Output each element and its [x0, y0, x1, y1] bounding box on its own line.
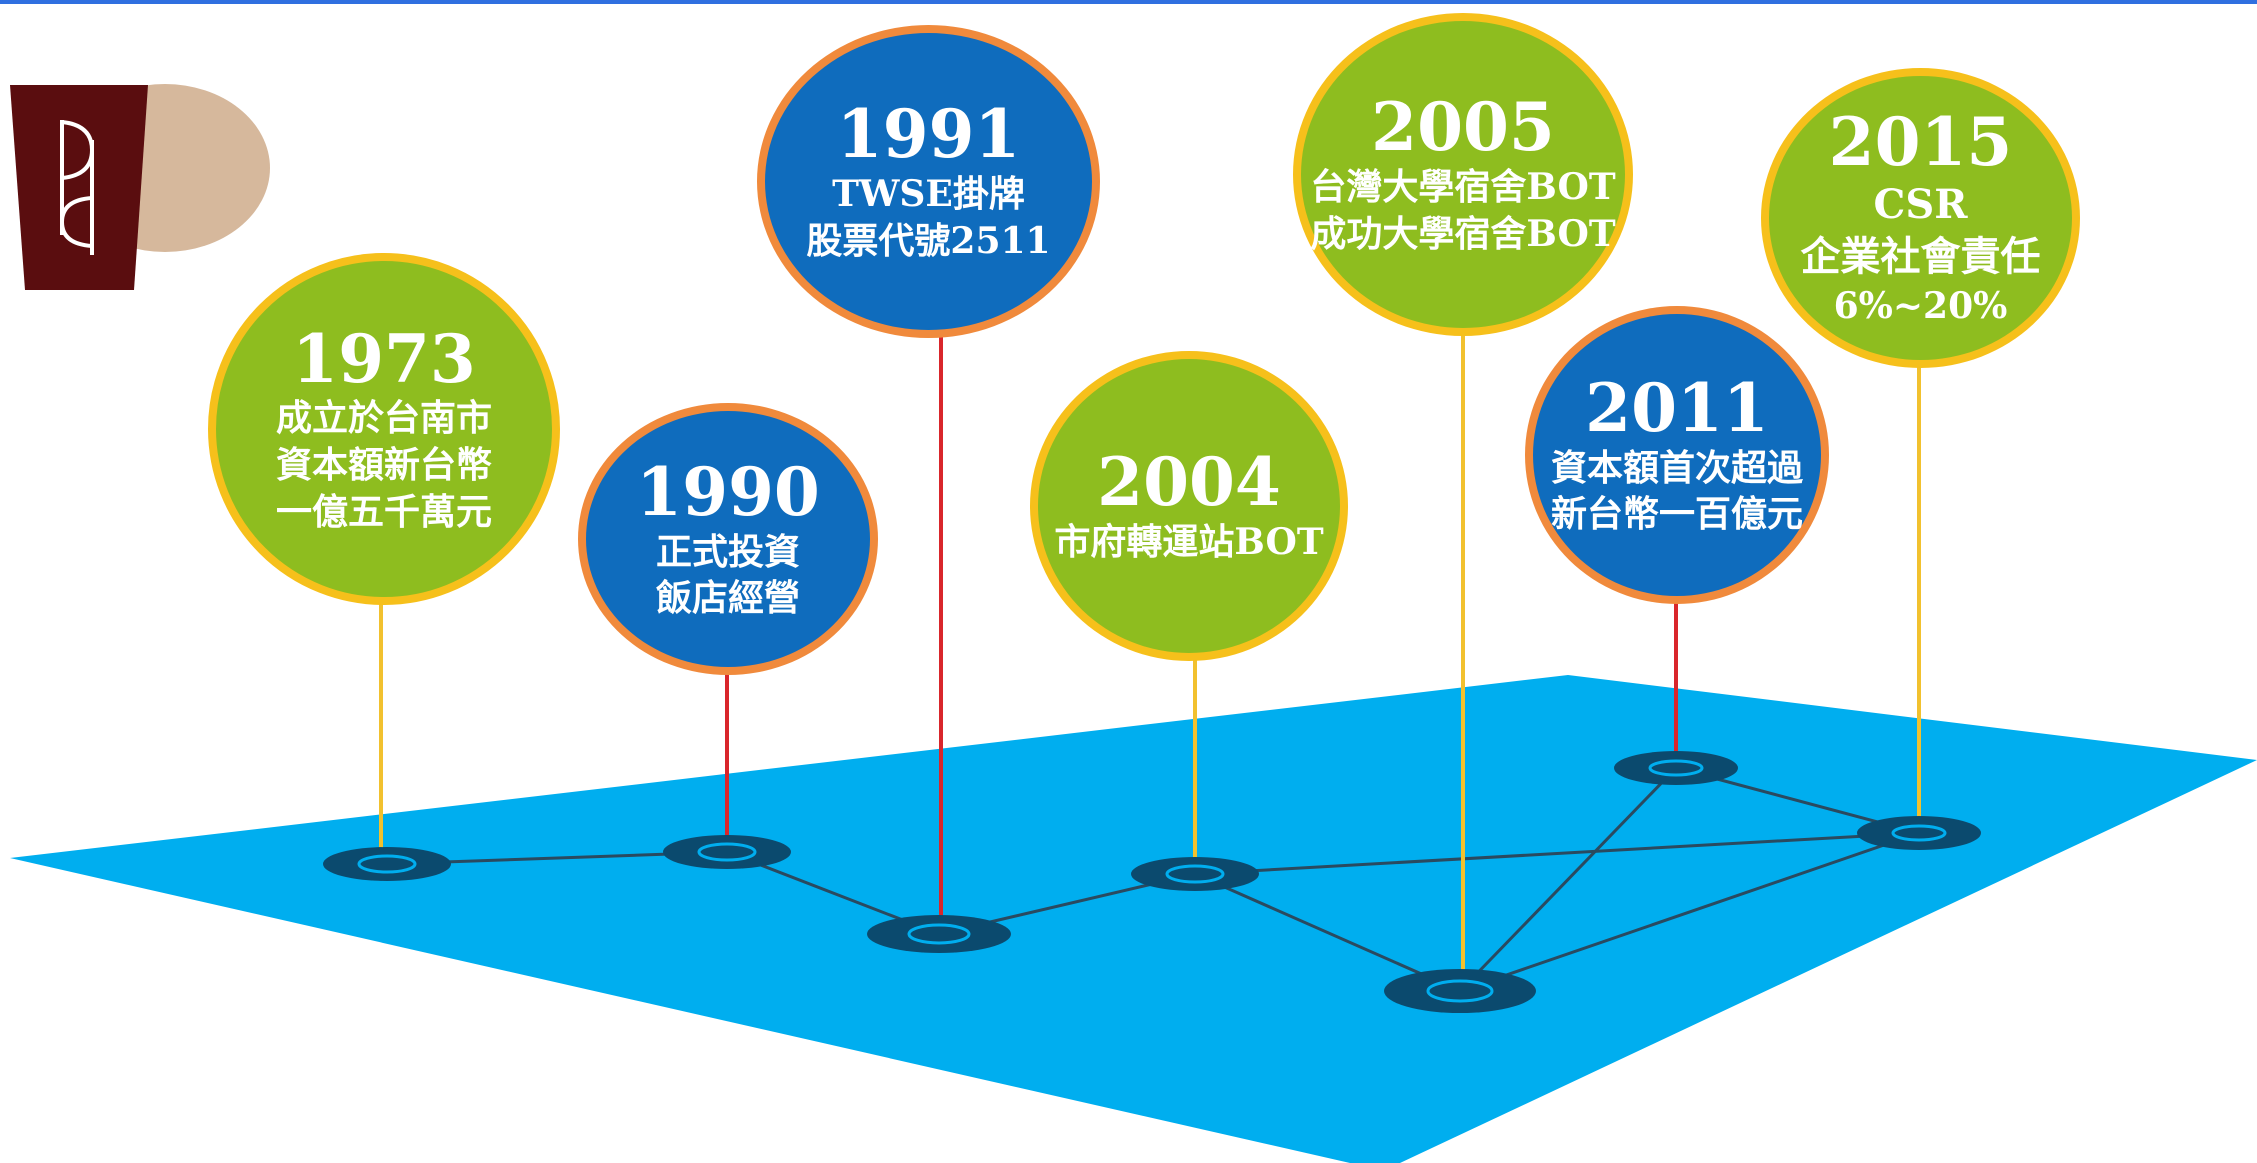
- connector-2004-2015: [1194, 831, 1920, 876]
- connector-2005-2011: [1458, 766, 1678, 993]
- node-1991: [867, 915, 1011, 953]
- company-logo: [10, 84, 270, 290]
- milestone-text-line: 飯店經營: [655, 577, 800, 620]
- milestone-2015: 2015 CSR 企業社會責任 6%~20%: [1761, 68, 2080, 368]
- milestone-year: 2015: [1828, 103, 2013, 182]
- timeline-platform: [10, 675, 2257, 1163]
- connector-2005-2015: [1459, 831, 1920, 993]
- milestone-year: 2011: [1585, 368, 1769, 447]
- milestone-1991: 1991 TWSE掛牌 股票代號2511: [757, 25, 1100, 338]
- milestone-text-line: 資本額新台幣: [275, 443, 492, 486]
- milestone-1973: 1973 成立於台南市 資本額新台幣 一億五千萬元: [208, 253, 560, 605]
- milestone-year: 1991: [836, 95, 1021, 174]
- milestone-text-line: 成功大學宿舍BOT: [1310, 212, 1616, 255]
- milestone-text-line: TWSE掛牌: [832, 173, 1025, 215]
- milestone-year: 2004: [1097, 443, 1281, 522]
- milestone-year: 1973: [292, 319, 476, 398]
- milestone-text-line: 一億五千萬元: [275, 490, 492, 533]
- milestone-text-line: 企業社會責任: [1800, 232, 2041, 280]
- platform-nodes: [323, 751, 1981, 1013]
- logo-monogram-icon: [59, 120, 95, 255]
- milestone-2005: 2005 台灣大學宿舍BOT 成功大學宿舍BOT: [1293, 13, 1633, 336]
- pins: [379, 330, 1921, 988]
- milestone-1990: 1990 正式投資 飯店經營: [578, 403, 878, 675]
- milestone-year: 1990: [636, 452, 820, 531]
- logo-shield: [10, 85, 148, 290]
- node-2011: [1614, 751, 1738, 785]
- node-1990: [663, 835, 791, 869]
- milestone-text-line: 市府轉運站BOT: [1054, 520, 1324, 563]
- milestone-text-line: 資本額首次超過: [1550, 446, 1803, 489]
- node-2004: [1131, 857, 1259, 891]
- milestone-2011: 2011 資本額首次超過 新台幣一百億元: [1525, 306, 1829, 604]
- milestone-text-line: 新台幣一百億元: [1550, 493, 1803, 536]
- milestone-text-line: 6%~20%: [1833, 284, 2008, 327]
- top-border-rule: [0, 0, 2257, 4]
- node-1973: [323, 847, 451, 881]
- node-2005: [1384, 969, 1536, 1013]
- milestone-year: 2005: [1371, 88, 1555, 167]
- milestone-text-line: 台灣大學宿舍BOT: [1310, 166, 1616, 208]
- milestone-text-line: 股票代號2511: [806, 219, 1051, 262]
- milestone-text-line: 成立於台南市: [275, 397, 492, 440]
- milestone-text-line: CSR: [1873, 180, 1968, 228]
- node-2015: [1857, 816, 1981, 850]
- milestone-text-line: 正式投資: [655, 530, 800, 573]
- connector-2004-2005: [1194, 872, 1461, 993]
- milestone-2004: 2004 市府轉運站BOT: [1030, 351, 1348, 661]
